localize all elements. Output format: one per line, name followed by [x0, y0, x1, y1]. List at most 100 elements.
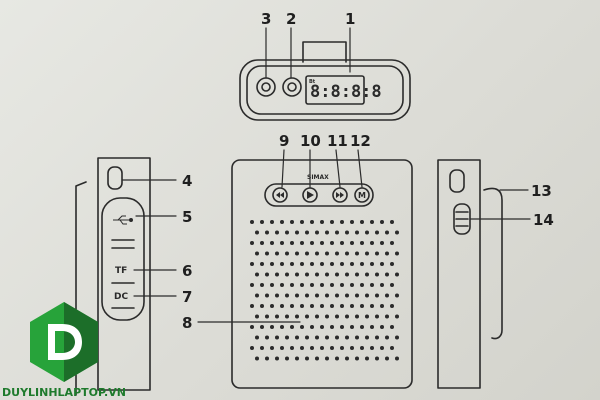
grille-dot [385, 335, 389, 340]
grille-dot [285, 293, 289, 298]
grille-dot [370, 346, 374, 350]
grille-dot [325, 314, 329, 319]
grille-dot [285, 335, 289, 340]
grille-dot [300, 241, 304, 245]
grille-dot [365, 251, 369, 256]
grille-dot [260, 241, 264, 245]
grille-dot [310, 304, 314, 308]
grille-dot [255, 335, 259, 340]
grille-dot [370, 304, 374, 308]
grille-dot [335, 356, 339, 361]
grille-dot [295, 356, 299, 361]
grille-dot [375, 293, 379, 298]
grille-dot [285, 314, 289, 319]
grille-dot [255, 230, 259, 235]
grille-dot [355, 293, 359, 298]
grille-dot [320, 283, 324, 287]
grille-dot [295, 314, 299, 319]
grille-dot [375, 251, 379, 256]
grille-dot [310, 325, 314, 329]
grille-dot [370, 241, 374, 245]
grille-dot [385, 356, 389, 361]
grille-dot [370, 262, 374, 266]
grille-dot [310, 241, 314, 245]
button-10-play [302, 187, 318, 203]
grille-dot [375, 230, 379, 235]
grille-dot [270, 346, 274, 350]
grille-dot [290, 241, 294, 245]
grille-dot [355, 335, 359, 340]
prev-icon [276, 192, 284, 198]
grille-dot [380, 283, 384, 287]
button-12-label: M [358, 191, 366, 200]
grille-dot [375, 272, 379, 277]
grille-dot [280, 304, 284, 308]
grille-dot [295, 230, 299, 235]
grille-dot [370, 220, 374, 224]
grille-dot [335, 314, 339, 319]
grille-dot [345, 335, 349, 340]
grille-dot [320, 220, 324, 224]
grille-dot [360, 304, 364, 308]
grille-dot [335, 335, 339, 340]
grille-dot [250, 325, 254, 329]
grille-dot [295, 251, 299, 256]
grille-dot [355, 356, 359, 361]
grille-dot [340, 241, 344, 245]
grille-dot [380, 262, 384, 266]
grille-dot [260, 346, 264, 350]
grille-dot [360, 220, 364, 224]
grille-dot [250, 241, 254, 245]
grille-dot [355, 230, 359, 235]
grille-dot [275, 314, 279, 319]
led-display-frame [305, 75, 365, 105]
grille-dot [395, 293, 399, 298]
grille-dot [310, 262, 314, 266]
grille-dot [310, 346, 314, 350]
grille-dot [350, 220, 354, 224]
grille-dot [355, 314, 359, 319]
grille-dot [375, 314, 379, 319]
grille-dot [325, 356, 329, 361]
grille-dot [265, 272, 269, 277]
grille-dot [280, 346, 284, 350]
grille-dot [265, 356, 269, 361]
grille-dot [270, 241, 274, 245]
grille-dot [365, 335, 369, 340]
grille-dot [315, 251, 319, 256]
grille-dot [300, 262, 304, 266]
grille-dot [305, 272, 309, 277]
grille-dot [325, 335, 329, 340]
grille-dot [390, 262, 394, 266]
grille-dot [345, 314, 349, 319]
grille-dot [350, 346, 354, 350]
callout-3: 3 [261, 10, 271, 28]
grille-dot [315, 272, 319, 277]
grille-dot [360, 283, 364, 287]
leader-9 [281, 149, 285, 188]
grille-dot [295, 335, 299, 340]
callout-14: 14 [533, 211, 554, 229]
grille-dot [305, 251, 309, 256]
grille-dot [335, 293, 339, 298]
grille-dot [305, 335, 309, 340]
grille-dot [320, 241, 324, 245]
grille-dot [350, 304, 354, 308]
grille-dot [305, 356, 309, 361]
grille-dot [330, 325, 334, 329]
left-body-outline [97, 157, 151, 391]
grille-dot [340, 262, 344, 266]
grille-dot [360, 241, 364, 245]
button-glyphs [276, 191, 344, 199]
grille-dot [380, 304, 384, 308]
grille-dot [300, 283, 304, 287]
play-pause-icon [307, 191, 314, 199]
grille-dot [380, 241, 384, 245]
grille-dot [390, 220, 394, 224]
grille-dot [265, 251, 269, 256]
grille-dot [340, 346, 344, 350]
grille-dot [285, 251, 289, 256]
grille-dot [290, 283, 294, 287]
callout-11: 11 [327, 132, 348, 150]
